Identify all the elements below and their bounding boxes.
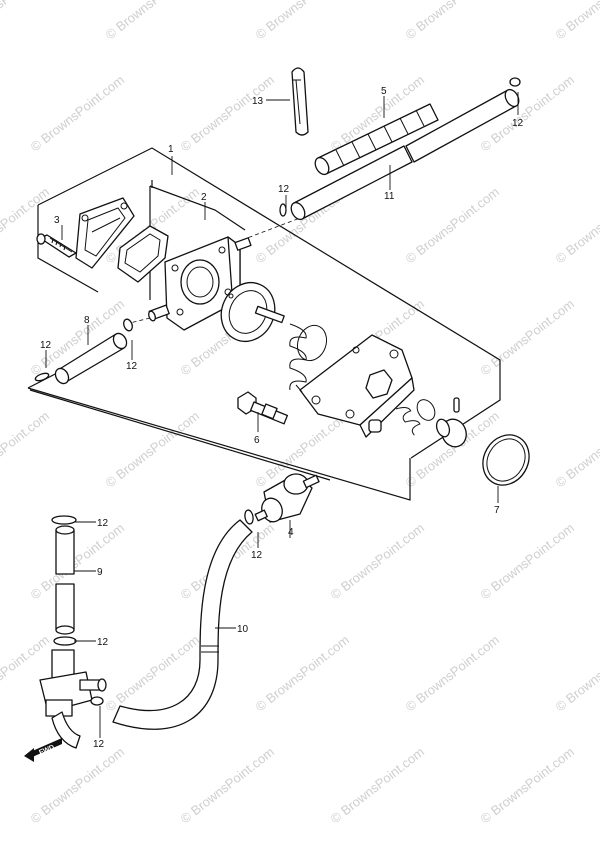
callout-4: 4: [288, 527, 294, 538]
part-13-strap: [291, 67, 309, 136]
watermark-text: © BrownsPoint.com: [403, 0, 502, 42]
watermark-text: © BrownsPoint.com: [0, 184, 52, 266]
callout-12-filter: 12: [251, 550, 263, 561]
cover-plate-outer: [75, 197, 135, 269]
callout-10: 10: [237, 624, 249, 635]
callout-12-left-lower: 12: [97, 637, 109, 648]
watermark-text: © BrownsPoint.com: [328, 744, 427, 826]
callout-5: 5: [381, 86, 387, 97]
part-2-pump-body: [148, 236, 252, 331]
clamp-left-upper: [51, 515, 77, 525]
callout-labels: 1 2 3 4 5 6 7 8 9 10 11 12 12 12 12 12 1…: [40, 86, 524, 750]
callout-7: 7: [494, 505, 500, 516]
callout-1: 1: [168, 144, 174, 155]
watermark-text: © BrownsPoint.com: [478, 296, 577, 378]
part-7-o-ring: [482, 434, 530, 486]
callout-12-left-upper: 12: [97, 518, 109, 529]
watermark-text: © BrownsPoint.com: [403, 632, 502, 714]
watermark-text: © BrownsPoint.com: [478, 744, 577, 826]
part-11-long-hose: [290, 88, 520, 221]
part-8-hose: [54, 332, 128, 385]
watermark-text: © BrownsPoint.com: [328, 520, 427, 602]
callout-12-upper-mid: 12: [278, 184, 290, 195]
cover-plate-inner: [117, 225, 169, 283]
fwd-arrow-badge: FWD: [24, 738, 62, 762]
clamp-fuel-cock: [90, 696, 104, 706]
clamp-upper-mid: [279, 203, 287, 217]
watermark-text: © BrownsPoint.com: [403, 184, 502, 266]
watermark-text: © BrownsPoint.com: [0, 0, 52, 42]
spring-small: [395, 399, 436, 436]
part-3-screw: [36, 233, 77, 258]
part-6-bolt: [237, 391, 289, 425]
watermark-text: © BrownsPoint.com: [553, 184, 600, 266]
leader-lines: [45, 92, 519, 738]
callout-11: 11: [384, 191, 395, 202]
watermark-text: © BrownsPoint.com: [0, 632, 52, 714]
callout-6: 6: [254, 435, 260, 446]
watermark-text: © BrownsPoint.com: [28, 744, 127, 826]
watermark-text: © BrownsPoint.com: [103, 0, 202, 42]
callout-9: 9: [97, 567, 103, 578]
clamp-top-right: [509, 77, 521, 87]
part-5-spiral-tube: [314, 103, 439, 176]
watermark-text: © BrownsPoint.com: [553, 0, 600, 42]
watermark-text: © BrownsPoint.com: [478, 520, 577, 602]
watermark-text: © BrownsPoint.com: [553, 408, 600, 490]
callout-12-left: 12: [40, 340, 52, 351]
watermark-text: © BrownsPoint.com: [0, 408, 52, 490]
watermark-text: © BrownsPoint.com: [28, 520, 127, 602]
clamp-left-lower: [53, 636, 77, 646]
pump-cover: [295, 334, 415, 438]
watermark-text: © BrownsPoint.com: [178, 72, 277, 154]
clamp-left: [34, 372, 50, 382]
fwd-label: FWD: [38, 744, 55, 756]
callout-12-fuel-cock: 12: [93, 739, 105, 750]
check-valve: [368, 397, 467, 448]
watermark-text: © BrownsPoint.com: [103, 408, 202, 490]
spring-large: [289, 323, 328, 391]
callout-12-top-right: 12: [512, 118, 524, 129]
callout-8: 8: [84, 315, 90, 326]
diaphragm: [220, 282, 285, 342]
watermark-text: © BrownsPoint.com: [253, 0, 352, 42]
part-10-curved-hose: [112, 519, 253, 730]
part-9-hose: [55, 525, 75, 635]
part-4-fuel-filter: [254, 473, 320, 523]
callout-3: 3: [54, 215, 60, 226]
callout-13: 13: [252, 96, 264, 107]
watermark-text: © BrownsPoint.com: [253, 632, 352, 714]
watermark-text: © BrownsPoint.com: [178, 744, 277, 826]
callout-2: 2: [201, 192, 207, 203]
callout-12-mid: 12: [126, 361, 138, 372]
fuel-cock: [39, 649, 107, 749]
clamp-mid: [123, 318, 133, 332]
watermark-text: © BrownsPoint.com: [28, 72, 127, 154]
clamp-filter: [244, 509, 254, 525]
watermark-text: © BrownsPoint.com: [553, 632, 600, 714]
